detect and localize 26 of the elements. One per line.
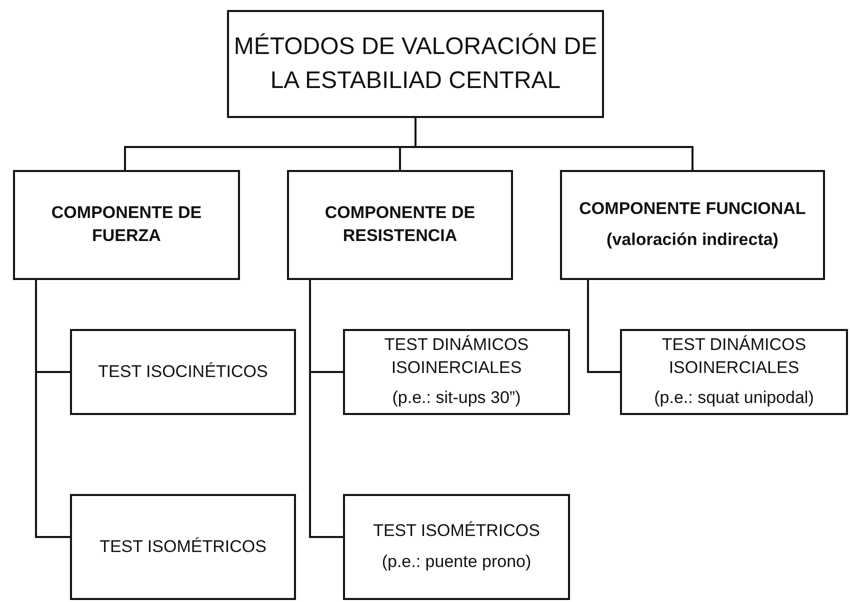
title-box: [227, 10, 604, 118]
box-text: COMPONENTE DE FUERZA: [50, 202, 203, 247]
box-text: TEST ISOMÉTRICOS: [373, 520, 540, 542]
box-text: TEST DINÁMICOS ISOINERCIALES: [383, 334, 530, 379]
box-text: COMPONENTE DE RESISTENCIA: [324, 202, 476, 247]
connector-line: [35, 280, 70, 538]
category-box: [13, 170, 240, 280]
category-box: [287, 170, 513, 280]
test-box: [343, 329, 570, 415]
test-box: [343, 494, 570, 600]
test-box: [620, 329, 848, 415]
box-text: (p.e.: puente prono): [382, 551, 532, 573]
box-text: TEST ISOCINÉTICOS: [98, 360, 268, 383]
category-box: [560, 170, 825, 280]
box-text: (p.e.: squat unipodal): [654, 387, 814, 410]
connector-line: [414, 118, 694, 170]
box-text: (p.e.: sit-ups 30”): [392, 387, 521, 410]
connector-line: [587, 280, 620, 373]
box-text: (valoración indirecta): [606, 229, 778, 251]
box-text: TEST DINÁMICOS ISOINERCIALES: [660, 334, 808, 379]
box-text: TEST ISOMÉTRICOS: [100, 536, 266, 558]
test-box: [70, 494, 296, 600]
test-box: [70, 329, 296, 415]
connector-line: [309, 280, 343, 538]
title-text: MÉTODOS DE VALORACIÓN DE LA ESTABILIAD CENTRAL: [233, 32, 598, 96]
box-text: COMPONENTE FUNCIONAL: [579, 198, 806, 220]
